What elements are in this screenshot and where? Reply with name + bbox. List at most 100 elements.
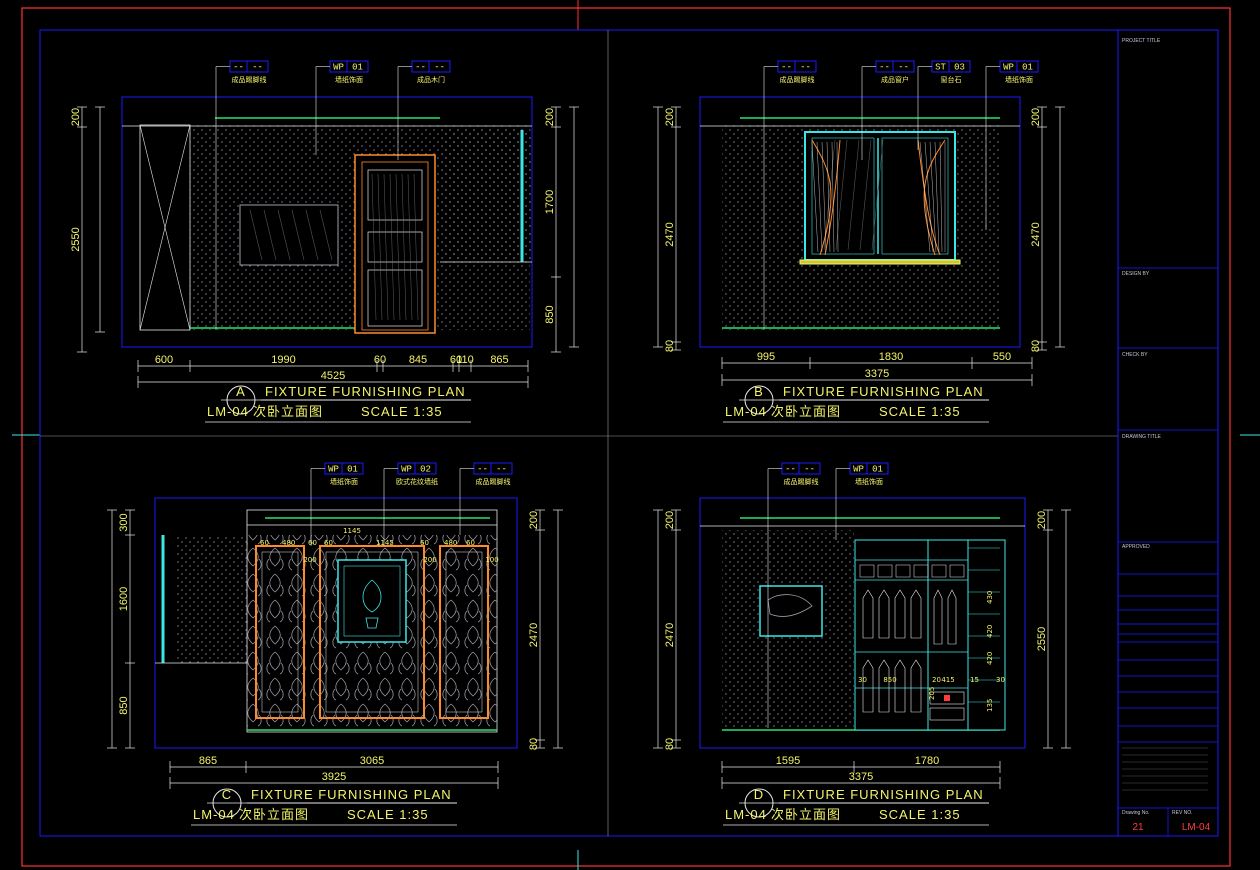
inner-dim: 415 [941,676,954,684]
glass-hatch [249,209,263,261]
tag-code: -- [415,63,426,73]
tag-code: ST [935,63,946,73]
tag-num: -- [800,63,811,73]
drawer [929,691,965,705]
folded-clothes [931,564,947,578]
tag-num: -- [804,465,815,475]
inner-dim: 480 [444,539,457,547]
door-frame [354,154,436,334]
dim-v: 200 [1030,108,1042,126]
tag-code: -- [785,465,796,475]
painting-frame [337,559,407,643]
art-print [767,594,813,617]
tag-code: -- [781,63,792,73]
dim-v: 80 [1030,340,1042,352]
dim-v: 1600 [118,587,130,611]
view-letter: D [754,787,764,802]
tag-num: -- [252,63,263,73]
curtain-fold [821,141,827,253]
material-tag: ST 03 窗台石 [917,60,971,150]
view-scale: SCALE 1:35 [347,807,429,822]
inner-dim: 420 [986,652,994,665]
wall-outline [154,497,518,749]
curtain-fold [811,141,819,253]
material-tag: ----成品踢脚线 [215,60,269,330]
dim-h: 4525 [321,370,345,382]
tag-label: 成品踢脚线 [476,477,511,486]
inner-dim: 420 [986,625,994,638]
wood-grain [407,173,413,321]
dim-h: 1990 [271,354,295,366]
dim-v: 200 [664,108,676,126]
wood-grain [371,173,377,321]
hanging-garment [878,659,890,713]
curtain-fold [826,141,831,253]
view-scale: SCALE 1:35 [879,807,961,822]
curtain-fold [836,141,839,253]
wood-grain [383,173,389,321]
dim-v: 2550 [70,227,82,251]
view-code: LM-04 [207,404,249,419]
view-name: 次卧立面图 [253,404,323,419]
hanging-garment [862,589,874,639]
inner-dim: 60 [324,539,333,547]
tag-code: WP [401,465,412,475]
dim-v: 2470 [664,623,676,647]
glass-hatch [263,209,277,261]
view-scale: SCALE 1:35 [361,404,443,419]
dim-h: 550 [993,351,1011,363]
window-pane [881,137,949,255]
dim-v: 300 [118,513,130,531]
art-frame [759,585,823,637]
dim-h: 60 [374,354,386,366]
curtain-fold [929,141,937,253]
inner-dim: 15 [970,676,979,684]
inner-dim: 200 [303,556,316,564]
inner-dim: 1145 [343,527,361,535]
tag-num: -- [496,465,507,475]
dim-h: 3375 [849,771,873,783]
tag-num: 03 [954,63,965,73]
material-tag: ----成品木门 [397,60,451,160]
dim-v: 2470 [528,623,540,647]
dim-h: 3065 [360,755,384,767]
glass-hatch [319,209,333,261]
tb-rev-label: REV NO. [1172,810,1193,816]
tag-num: 01 [1022,63,1033,73]
hanging-garment [894,659,906,713]
view-code: LM-04 [193,807,235,822]
inner-dim: 850 [883,676,896,684]
dim-v: 80 [528,738,540,750]
tb-drawing-title: DRAWING TITLE [1122,434,1162,440]
wood-grain [389,173,395,321]
dim-h: 1780 [915,755,939,767]
dim-h: 3925 [322,771,346,783]
tag-code: -- [477,465,488,475]
inner-frame [261,551,299,713]
view-title: FIXTURE FURNISHING PLAN [251,787,452,802]
dim-v: 80 [664,738,676,750]
dim-v: 850 [118,696,130,714]
dim-h: 3375 [865,368,889,380]
folded-clothes [859,564,875,578]
tb-design: DESIGN BY [1122,271,1150,277]
inner-dim: 30 [996,676,1005,684]
curtain-fold [919,141,931,253]
door-panel [367,169,423,221]
tag-label: 窗台石 [941,75,962,84]
wood-grain [377,173,383,321]
inner-dim: 200 [423,556,436,564]
vase-art [362,579,382,629]
door-panel [367,269,423,327]
window-pane [811,137,875,255]
inner-frame [325,551,419,713]
dim-v: 2470 [664,222,676,246]
dim-h: 865 [490,354,508,366]
tag-label: 成品木门 [417,75,445,84]
damask-area [256,546,304,718]
folded-clothes [913,564,929,578]
view-title: FIXTURE FURNISHING PLAN [265,384,466,399]
